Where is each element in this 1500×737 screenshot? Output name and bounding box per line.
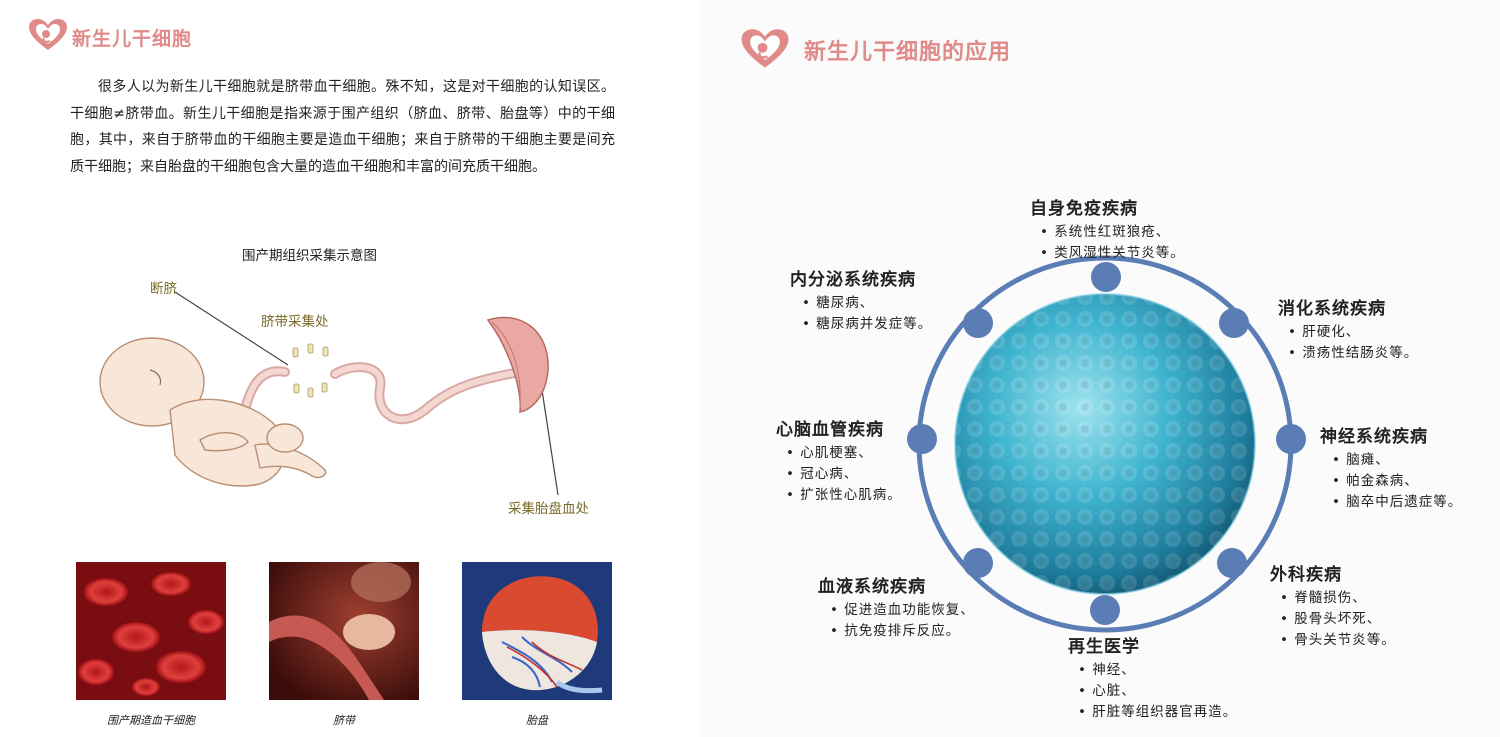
- photo-caption: 围产期造血干细胞: [107, 714, 195, 727]
- header-title: 新生儿干细胞: [72, 28, 193, 50]
- cord-segments-icon: [292, 343, 329, 398]
- category-title: 心脑血管疾病: [776, 420, 884, 440]
- category-cardiovascular: 心脑血管疾病 心肌梗塞、 冠心病、 扩张性心肌病。: [776, 415, 902, 506]
- category-item: 糖尿病、: [802, 293, 932, 314]
- category-surgery: 外科疾病 脊髓损伤、 股骨头坏死、 骨头关节炎等。: [1270, 560, 1396, 651]
- category-item: 脊髓损伤、: [1280, 588, 1396, 609]
- category-item: 促进造血功能恢复、: [830, 600, 975, 621]
- category-endocrine: 内分泌系统疾病 糖尿病、 糖尿病并发症等。: [790, 265, 932, 335]
- cut-cord-pointer-line: [174, 291, 289, 366]
- category-title: 再生医学: [1068, 637, 1140, 657]
- category-title: 神经系统疾病: [1320, 427, 1428, 447]
- right-page: 新生儿干细胞的应用: [700, 0, 1500, 737]
- umbilical-cord-placenta-side: [330, 345, 543, 425]
- node-blood: [963, 548, 993, 578]
- stem-cell-ring-diagram: [907, 255, 1306, 633]
- header-title: 新生儿干细胞的应用: [804, 40, 1012, 65]
- placenta-photo: [462, 562, 612, 700]
- category-item: 糖尿病并发症等。: [802, 314, 932, 335]
- blood-cells-photo: [76, 562, 226, 700]
- category-item: 神经、: [1078, 660, 1237, 681]
- category-item: 肝脏等组织器官再造。: [1078, 702, 1237, 723]
- category-item: 心肌梗塞、: [786, 443, 902, 464]
- baby-illustration: [99, 337, 327, 487]
- node-surgery: [1217, 548, 1247, 578]
- category-blood: 血液系统疾病 促进造血功能恢复、 抗免疫排斥反应。: [818, 572, 975, 642]
- category-item: 脑瘫、: [1332, 450, 1462, 471]
- cord-collection-label: 脐带采集处: [261, 314, 329, 330]
- category-item: 冠心病、: [786, 464, 902, 485]
- category-item: 帕金森病、: [1332, 471, 1462, 492]
- placenta-icon: [486, 316, 549, 413]
- category-item: 骨头关节炎等。: [1280, 630, 1396, 651]
- intro-paragraph: 很多人以为新生儿干细胞就是脐带血干细胞。殊不知，这是对干细胞的认知误区。干细胞≠…: [70, 79, 615, 175]
- node-autoimmune: [1091, 262, 1121, 292]
- category-item: 脑卒中后遗症等。: [1332, 492, 1462, 513]
- category-item: 抗免疫排斥反应。: [830, 621, 975, 642]
- category-item: 系统性红斑狼疮、: [1040, 222, 1185, 243]
- category-autoimmune: 自身免疫疾病 系统性红斑狼疮、 类风湿性关节炎等。: [1030, 194, 1185, 264]
- ring-nodes: [907, 262, 1306, 625]
- node-digestive: [1219, 308, 1249, 338]
- category-item: 股骨头坏死、: [1280, 609, 1396, 630]
- perinatal-collection-diagram: [99, 291, 559, 496]
- category-item: 扩张性心肌病。: [786, 485, 902, 506]
- diagram-title: 围产期组织采集示意图: [242, 248, 377, 264]
- category-item: 心脏、: [1078, 681, 1237, 702]
- category-title: 血液系统疾病: [818, 577, 926, 597]
- node-regen: [1090, 595, 1120, 625]
- placenta-pointer-line: [541, 389, 559, 496]
- category-title: 自身免疫疾病: [1030, 199, 1138, 219]
- category-neurological: 神经系统疾病 脑瘫、 帕金森病、 脑卒中后遗症等。: [1320, 422, 1462, 513]
- node-neuro: [1276, 424, 1306, 454]
- node-cardio: [907, 424, 937, 454]
- photo-caption: 胎盘: [526, 714, 548, 727]
- cut-cord-label: 断脐: [150, 281, 177, 297]
- category-regenerative: 再生医学 神经、 心脏、 肝脏等组织器官再造。: [1068, 632, 1237, 723]
- heart-logo-icon: [29, 19, 67, 50]
- category-title: 消化系统疾病: [1278, 299, 1386, 319]
- category-item: 溃疡性结肠炎等。: [1288, 343, 1418, 364]
- placenta-collection-label: 采集胎盘血处: [508, 501, 589, 517]
- left-page: 新生儿干细胞 很多人以为新生儿干细胞就是脐带血干细胞。殊不知，这是对干细胞的认知…: [0, 0, 700, 737]
- category-title: 内分泌系统疾病: [790, 270, 916, 290]
- category-title: 外科疾病: [1270, 565, 1342, 585]
- heart-logo-icon: [741, 29, 789, 68]
- category-item: 肝硬化、: [1288, 322, 1418, 343]
- umbilical-cord-photo: [269, 562, 419, 700]
- category-digestive: 消化系统疾病 肝硬化、 溃疡性结肠炎等。: [1278, 294, 1418, 364]
- node-endocrine: [963, 308, 993, 338]
- category-item: 类风湿性关节炎等。: [1040, 243, 1185, 264]
- photo-caption: 脐带: [333, 714, 355, 727]
